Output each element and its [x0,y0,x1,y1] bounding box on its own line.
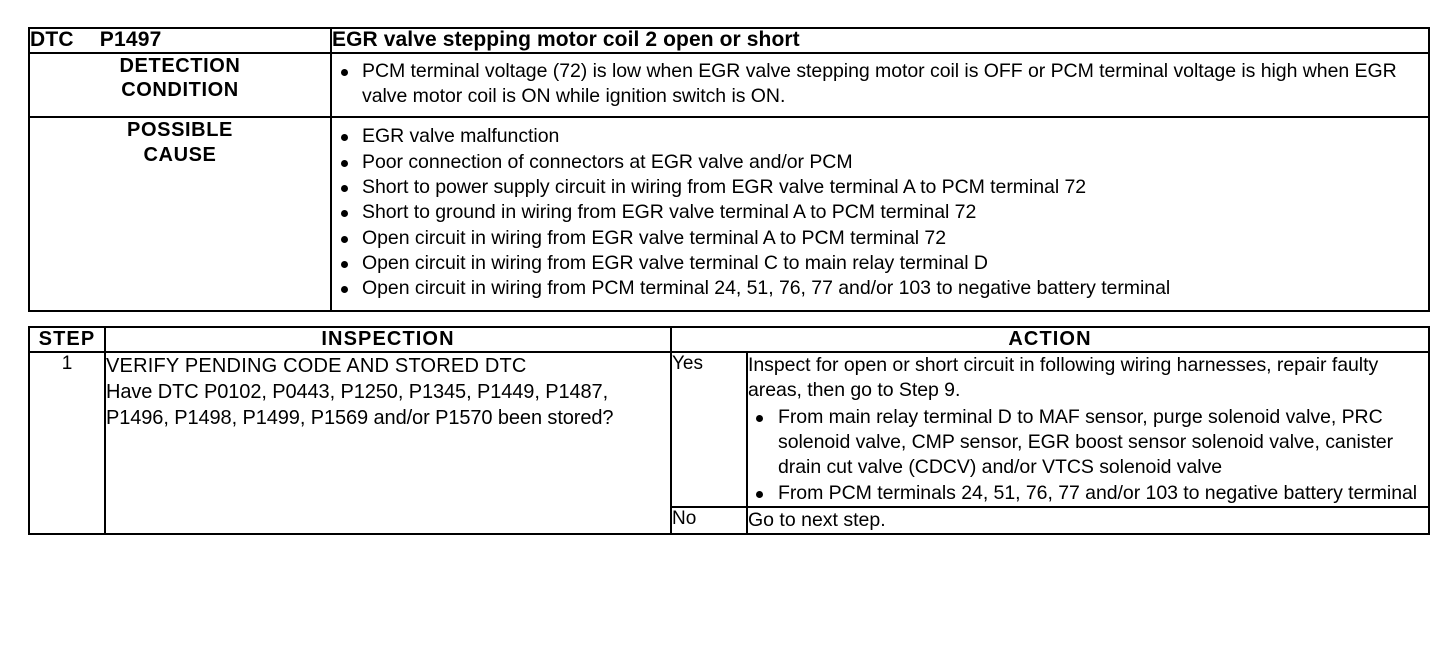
detection-condition-label-line2: CONDITION [121,79,239,102]
inspection-heading: VERIFY PENDING CODE AND STORED DTC [106,355,527,377]
list-item: From PCM terminals 24, 51, 76, 77 and/or… [748,481,1428,506]
possible-cause-label-line1: POSSIBLE [127,119,233,142]
dtc-label: DTC [30,28,74,51]
dtc-summary-table: DTC P1497 EGR valve stepping motor coil 2… [28,27,1430,312]
list-item: Open circuit in wiring from EGR valve te… [336,251,1416,276]
list-item: Short to ground in wiring from EGR valve… [336,200,1416,225]
dtc-header-row: DTC P1497 EGR valve stepping motor coil 2… [28,27,1430,54]
table-row: 1 VERIFY PENDING CODE AND STORED DTC Hav… [28,350,1431,536]
dtc-code: P1497 [99,28,162,51]
steps-header-row: STEP INSPECTION ACTION [28,326,1431,353]
dtc-title: EGR valve stepping motor coil 2 open or … [332,28,800,51]
inspection-cell: VERIFY PENDING CODE AND STORED DTC Have … [104,350,672,536]
detection-condition-content: PCM terminal voltage (72) is low when EG… [330,51,1430,119]
list-item: EGR valve malfunction [336,124,1416,149]
list-item: From main relay terminal D to MAF sensor… [748,405,1428,481]
list-item: Open circuit in wiring from EGR valve te… [336,226,1416,251]
detection-condition-list: PCM terminal voltage (72) is low when EG… [336,59,1416,110]
column-header-action: ACTION [669,326,1431,353]
step-number: 1 [28,350,106,536]
inspection-question: Have DTC P0102, P0443, P1250, P1345, P14… [106,381,614,429]
detection-condition-row: DETECTION CONDITION PCM terminal voltage… [28,51,1430,119]
result-answer-yes: Yes [670,350,748,509]
possible-cause-label: POSSIBLE CAUSE [28,116,332,312]
possible-cause-label-line2: CAUSE [143,143,217,166]
action-lead-text: Inspect for open or short circuit in fol… [748,354,1379,402]
list-item: Short to power supply circuit in wiring … [336,175,1416,200]
table-row: No Go to next step. [29,506,1431,536]
list-item: Open circuit in wiring from PCM terminal… [336,276,1416,301]
list-item: Poor connection of connectors at EGR val… [336,150,1416,175]
possible-cause-row: POSSIBLE CAUSE EGR valve malfunction Poo… [28,116,1430,312]
possible-cause-content: EGR valve malfunction Poor connection of… [330,116,1430,312]
action-bullet-list: From main relay terminal D to MAF sensor… [748,405,1428,506]
list-item: PCM terminal voltage (72) is low when EG… [336,59,1416,110]
action-cell-yes: Inspect for open or short circuit in fol… [745,350,1431,509]
detection-condition-label-line1: DETECTION [119,54,241,77]
result-answer-no: No [670,506,748,536]
possible-cause-list: EGR valve malfunction Poor connection of… [336,124,1416,301]
column-header-step: STEP [28,326,106,353]
detection-condition-label: DETECTION CONDITION [28,51,332,119]
dtc-code-cell: DTC P1497 [28,27,332,54]
dtc-title-cell: EGR valve stepping motor coil 2 open or … [330,27,1430,54]
diagnostic-steps-table: STEP INSPECTION ACTION 1 VERIFY PENDING … [28,326,1431,536]
column-header-inspection: INSPECTION [104,326,672,353]
action-cell-no: Go to next step. [745,506,1431,536]
